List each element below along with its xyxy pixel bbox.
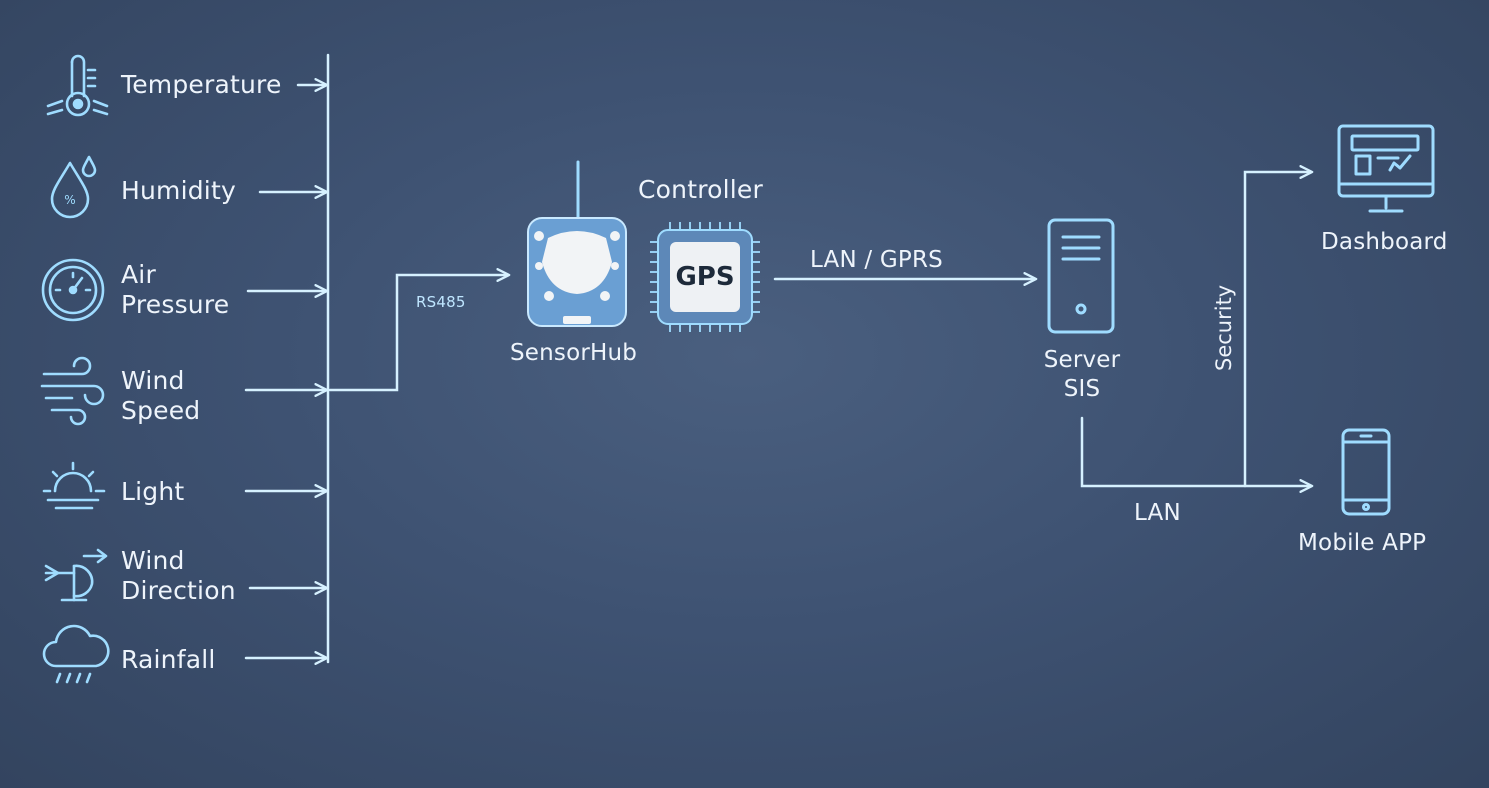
wind-vane-icon — [44, 548, 108, 602]
rainfall-label: Rainfall — [121, 645, 216, 674]
thermometer-icon — [46, 54, 109, 117]
svg-text:%: % — [64, 193, 75, 207]
humidity-label: Humidity — [121, 176, 236, 205]
dashboard-label: Dashboard — [1321, 229, 1448, 255]
sun-icon — [42, 461, 106, 510]
sensorhub-label: SensorHub — [510, 340, 638, 366]
server-icon — [1047, 218, 1115, 334]
mobile-phone-icon — [1341, 428, 1391, 516]
uplink-label: LAN / GPRS — [810, 247, 943, 273]
security-label: Security — [1212, 284, 1236, 371]
rain-cloud-icon — [42, 624, 110, 684]
controller-label: Controller — [638, 175, 763, 204]
temperature-label: Temperature — [121, 70, 282, 99]
rs485-connector — [328, 268, 511, 392]
rs485-label: RS485 — [416, 293, 466, 311]
wind-icon — [40, 356, 105, 426]
security-connector — [1243, 165, 1314, 488]
gps-chip-text: GPS — [670, 242, 740, 312]
sensor-hub-icon — [527, 160, 627, 327]
mobile-app-label: Mobile APP — [1298, 530, 1427, 556]
light-label: Light — [121, 477, 185, 506]
humidity-drop-icon: % — [50, 155, 97, 219]
monitor-icon — [1337, 124, 1435, 213]
gauge-icon — [41, 258, 105, 322]
lan-label: LAN — [1134, 500, 1181, 526]
lan-connector — [1080, 416, 1314, 493]
